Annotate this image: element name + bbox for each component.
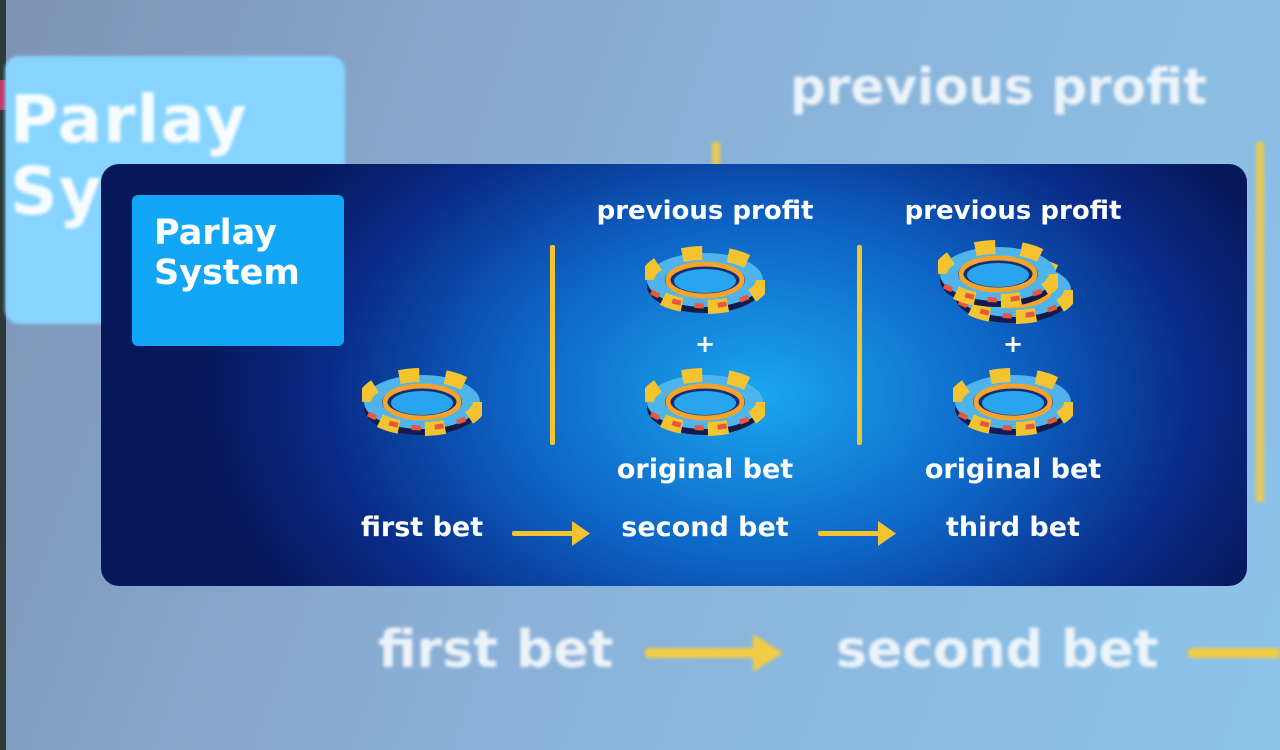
plus-sign-2: + xyxy=(694,330,716,358)
divider-1 xyxy=(550,245,555,445)
step-second-bet: second bet xyxy=(621,512,789,543)
left-edge-strip xyxy=(0,0,6,750)
casino-chip-icon xyxy=(953,362,1073,446)
parlay-diagram-card: Parlay System previous profit previous p… xyxy=(101,164,1247,586)
background-divider-left xyxy=(712,142,720,182)
background-first-bet: first bet xyxy=(378,620,614,680)
title-line1: Parlay xyxy=(154,213,277,253)
previous-profit-label-3: previous profit xyxy=(904,196,1122,226)
step-first-bet: first bet xyxy=(360,512,484,543)
diagram-title: Parlay System xyxy=(154,213,300,293)
casino-chip-icon xyxy=(645,240,765,324)
background-arrow-icon xyxy=(645,634,783,672)
title-badge: Parlay System xyxy=(132,195,344,346)
arrow-right-icon xyxy=(818,521,896,546)
original-bet-label-2: original bet xyxy=(616,454,794,485)
background-second-bet: second bet xyxy=(836,620,1159,680)
casino-chip-icon xyxy=(645,362,765,446)
divider-2 xyxy=(857,245,862,445)
title-line2: System xyxy=(154,253,300,293)
plus-sign-3: + xyxy=(1002,330,1024,358)
casino-chip-icon xyxy=(938,234,1058,318)
original-bet-label-3: original bet xyxy=(924,454,1102,485)
previous-profit-label-2: previous profit xyxy=(596,196,814,226)
background-title-line2: Sy xyxy=(10,153,103,230)
background-title-line1: Parlay xyxy=(10,81,248,158)
background-title: Parlay Sy xyxy=(10,84,248,228)
background-arrow-icon xyxy=(1188,648,1280,658)
casino-chip-icon xyxy=(362,362,482,446)
background-divider-right xyxy=(1256,142,1264,502)
step-third-bet: third bet xyxy=(946,512,1080,543)
left-edge-accent xyxy=(0,80,6,110)
arrow-right-icon xyxy=(512,521,590,546)
background-previous-profit: previous profit xyxy=(790,58,1207,116)
